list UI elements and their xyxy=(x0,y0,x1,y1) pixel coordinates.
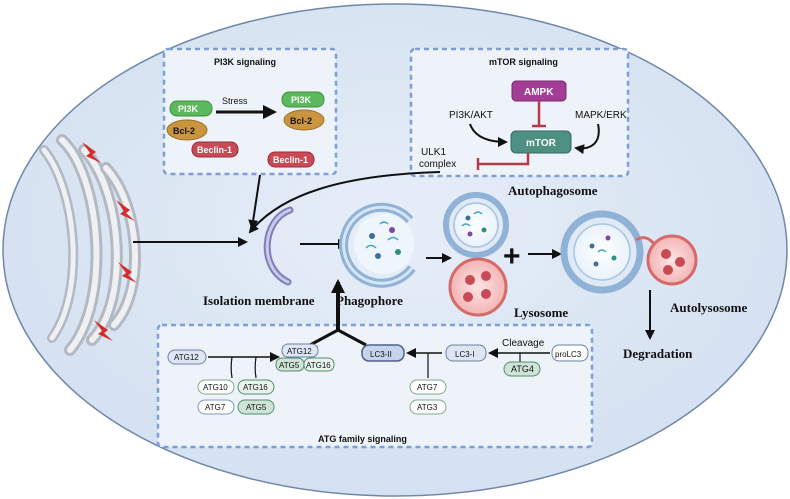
lc3-i-label: LC3-I xyxy=(455,350,475,359)
autolysosome-icon xyxy=(560,210,698,294)
atg7-left-label: ATG7 xyxy=(205,403,226,412)
atg-family-signaling-panel: ATG family signaling ATG12 ATG10 ATG7 AT… xyxy=(156,279,594,449)
atg-branch xyxy=(309,328,367,347)
atg3-node xyxy=(409,399,447,415)
lysosome-label: Lysosome xyxy=(514,305,568,320)
atg7-right-node xyxy=(409,379,447,395)
mtor-node-label: mTOR xyxy=(526,138,557,149)
lightning-icon xyxy=(116,200,135,221)
pi3k-node-label: PI3K xyxy=(178,104,199,114)
pi3k-panel-title: PI3K signaling xyxy=(214,57,276,67)
mtor-node xyxy=(510,130,572,154)
plus-sign: + xyxy=(503,240,521,273)
atg4-node xyxy=(503,361,541,377)
pi3k-signaling-panel: PI3K signaling PI3K Bcl-2 Beclin-1 Stres… xyxy=(162,47,338,176)
atg5-label: ATG5 xyxy=(246,403,267,412)
lysosome-icon xyxy=(448,257,508,317)
atg16-node xyxy=(237,379,275,395)
beclin-node-label: Beclin-1 xyxy=(197,145,232,155)
phagophore-label: Phagophore xyxy=(336,293,403,308)
mtor-panel-title: mTOR signaling xyxy=(489,57,558,67)
mtor-signaling-panel: mTOR signaling AMPK mTOR PI3K/AKT MAPK/E… xyxy=(409,47,630,178)
lightning-icon xyxy=(94,320,113,341)
ulk1-to-membrane-arrow xyxy=(248,171,441,234)
atg12-node xyxy=(167,349,207,365)
pi3k-to-membrane-arrow xyxy=(248,174,261,230)
complex-atg16-node xyxy=(303,357,335,372)
bcl2-after-node xyxy=(283,109,325,131)
lc3-i-node xyxy=(445,344,487,362)
pi3k-after-node xyxy=(281,91,325,108)
atg7-right-label: ATG7 xyxy=(417,383,438,392)
autophagosome-icon xyxy=(443,192,509,258)
ulk1-complex-label: complex xyxy=(419,159,456,170)
isolation-membrane-label: Isolation membrane xyxy=(203,293,315,308)
complex-atg12-label: ATG12 xyxy=(287,347,312,356)
atg7-left-node xyxy=(197,399,235,415)
pi3k-node xyxy=(169,100,213,117)
autolysosome-label: Autolysosome xyxy=(670,300,748,315)
lightning-icon xyxy=(82,142,101,163)
mapk-erk-label: MAPK/ERK xyxy=(575,110,627,121)
atg16-label: ATG16 xyxy=(243,383,268,392)
atg5-node xyxy=(237,399,275,415)
ampk-node-label: AMPK xyxy=(524,87,554,98)
ulk1-label: ULK1 xyxy=(421,147,446,158)
bcl2-node-label: Bcl-2 xyxy=(173,126,195,136)
pi3k-after-label: PI3K xyxy=(291,95,312,105)
pi3k-akt-arrow xyxy=(469,123,508,147)
phagophore-icon xyxy=(339,202,416,288)
complex-atg12-node xyxy=(281,343,319,358)
bcl2-node xyxy=(166,119,208,141)
autophagosome-label: Autophagosome xyxy=(508,183,598,198)
degradation-label: Degradation xyxy=(623,346,693,361)
cleavage-label: Cleavage xyxy=(502,338,545,349)
prolc3-node xyxy=(551,344,589,362)
beclin-after-node xyxy=(267,151,315,168)
stress-label: Stress xyxy=(222,96,248,106)
atg3-label: ATG3 xyxy=(417,403,438,412)
beclin-node xyxy=(191,141,239,158)
prolc3-label: proLC3 xyxy=(555,350,582,359)
lightning-icon xyxy=(118,262,137,283)
atg-panel-title: ATG family signaling xyxy=(318,434,407,444)
mtor-inhibit-ulk1 xyxy=(478,153,530,166)
atg10-label: ATG10 xyxy=(203,383,228,392)
lc3-ii-label: LC3-II xyxy=(370,350,392,359)
pi3k-akt-label: PI3K/AKT xyxy=(449,110,493,121)
lightning-bolt-icons xyxy=(82,142,137,341)
beclin-after-label: Beclin-1 xyxy=(273,155,308,165)
atg4-label: ATG4 xyxy=(511,364,534,374)
endoplasmic-reticulum-icon xyxy=(39,134,141,356)
complex-atg16-label: ATG16 xyxy=(306,361,331,370)
complex-atg5-label: ATG5 xyxy=(279,361,300,370)
lc3-ii-node xyxy=(361,344,405,362)
bcl2-after-label: Bcl-2 xyxy=(290,116,312,126)
atg12-label: ATG12 xyxy=(174,353,199,362)
mapk-erk-arrow xyxy=(574,123,600,155)
atg10-node xyxy=(197,379,235,395)
